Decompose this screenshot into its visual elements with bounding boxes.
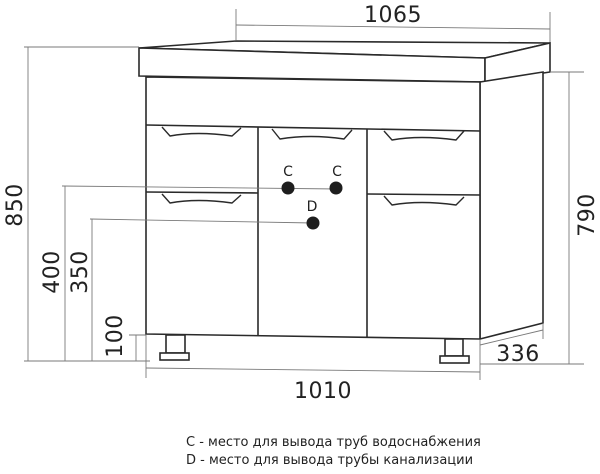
dimension-cabinet-height: 790 [480,71,600,365]
legend: C - место для вывода труб водоснабжения … [186,434,481,470]
marker-d-label: D [307,199,318,215]
handle-right-top [383,130,465,141]
handle-left-top [161,126,242,137]
handle-right-bottom [383,195,465,206]
marker-c-left-label: C [283,164,293,180]
legs [159,334,470,364]
marker-c-right-dot [329,181,343,195]
handle-left-bottom [161,193,242,204]
drawer-handles [161,126,465,206]
dimension-base-width: 1010 [145,339,481,404]
handle-center-top [271,128,353,140]
marker-d-dot [306,216,320,230]
dimension-total-height: 850 [3,46,150,362]
dimension-c-height: 400 [40,186,66,361]
cabinet-body [145,71,544,341]
dim-label-100: 100 [103,314,128,358]
pipe-markers: C C D [61,164,343,230]
dimension-leg-height: 100 [103,314,147,378]
dim-label-1065: 1065 [364,3,422,28]
dimension-top-width: 1065 [235,3,551,44]
dim-label-850: 850 [3,183,28,227]
dimension-d-height: 350 [68,219,93,361]
dim-label-790: 790 [575,193,600,237]
legend-item-d: D - место для вывода трубы канализации [186,453,474,468]
marker-c-right-label: C [332,164,342,180]
dim-label-400: 400 [40,250,65,294]
marker-c-left-dot [281,181,295,195]
countertop [138,40,551,83]
dim-label-350: 350 [68,250,93,294]
dimension-depth: 336 [479,323,544,367]
legend-item-c: C - место для вывода труб водоснабжения [186,435,481,450]
dim-label-336: 336 [496,342,540,367]
dim-label-1010: 1010 [294,379,352,404]
